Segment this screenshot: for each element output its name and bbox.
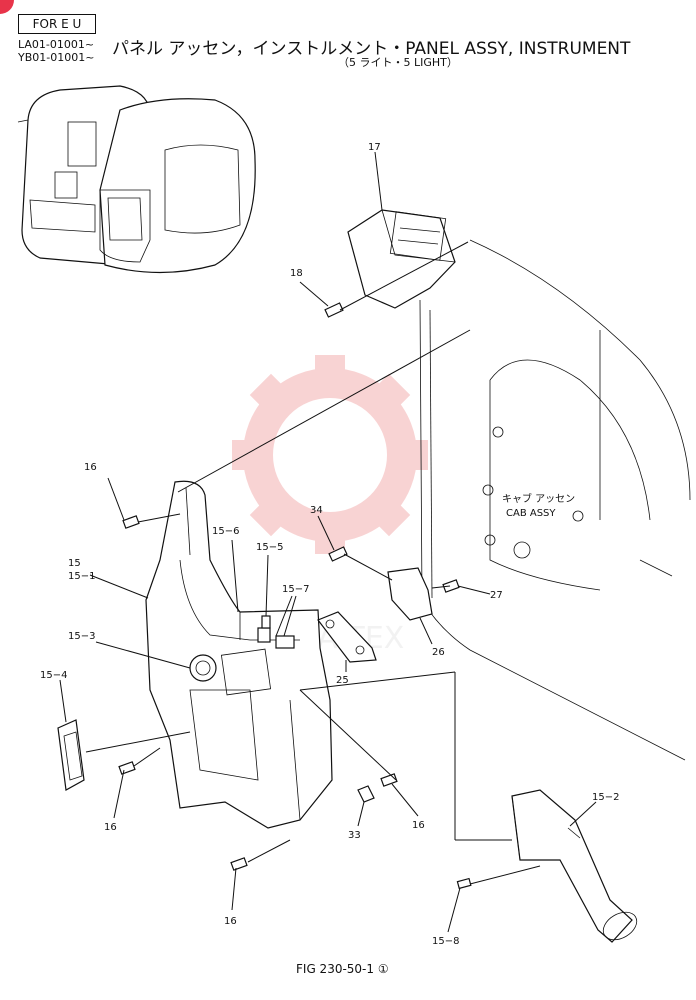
switch-part-15-4	[57, 719, 85, 791]
instrument-panel-part-15	[145, 480, 333, 829]
page-title: パネル アッセン，インストルメント・PANEL ASSY, INSTRUMENT	[112, 39, 631, 59]
figure-number: FIG 230-50-1 ①	[296, 962, 389, 976]
callout-labels: 17 18 16 15 15−1 15−6 15−5 34 15−7 15−3 …	[40, 142, 619, 947]
air-duct-part-15-2	[511, 789, 638, 943]
callout-33: 33	[348, 830, 361, 841]
region-label: FOR E U	[18, 14, 96, 34]
callout-16-left: 16	[104, 822, 117, 833]
callout-16-bottom: 16	[224, 916, 237, 927]
callout-15-5: 15−5	[256, 542, 283, 553]
callout-27: 27	[490, 590, 503, 601]
callout-26: 26	[432, 647, 445, 658]
callout-15-7: 15−7	[282, 584, 309, 595]
callout-15-6: 15−6	[212, 526, 239, 537]
callout-34: 34	[310, 505, 323, 516]
watermark-gear-logo: KAITEX	[232, 355, 428, 656]
callout-25: 25	[336, 675, 349, 686]
instrument-monitor-part-17	[347, 209, 456, 309]
bracket-part-26	[387, 567, 433, 621]
callout-15: 15	[68, 558, 81, 569]
bracket-part-25	[317, 611, 377, 663]
callout-17: 17	[368, 142, 381, 153]
cab-frame-outline	[419, 239, 691, 761]
cab-assy-label-jp: キャブ アッセン	[502, 492, 575, 505]
callout-15-8: 15−8	[432, 936, 459, 947]
leader-lines	[59, 151, 597, 933]
figure-id: FIG 230-50-1	[296, 962, 375, 976]
callout-18: 18	[290, 268, 303, 279]
callout-15-2: 15−2	[592, 792, 619, 803]
bolt-fasteners	[118, 302, 472, 890]
callout-15-3: 15−3	[68, 631, 95, 642]
callout-16-top: 16	[84, 462, 97, 473]
serial-range-2: YB01-01001~	[18, 51, 95, 64]
serial-range-1: LA01-01001~	[18, 38, 95, 51]
figure-sheet: ①	[377, 962, 389, 976]
page-subtitle: （5 ライト・5 LIGHT）	[338, 56, 458, 69]
callout-15-1: 15−1	[68, 571, 95, 582]
machine-overview-illustration	[17, 85, 256, 274]
callout-16-right: 16	[412, 820, 425, 831]
callout-15-4: 15−4	[40, 670, 67, 681]
cab-assy-label-en: CAB ASSY	[506, 508, 556, 519]
